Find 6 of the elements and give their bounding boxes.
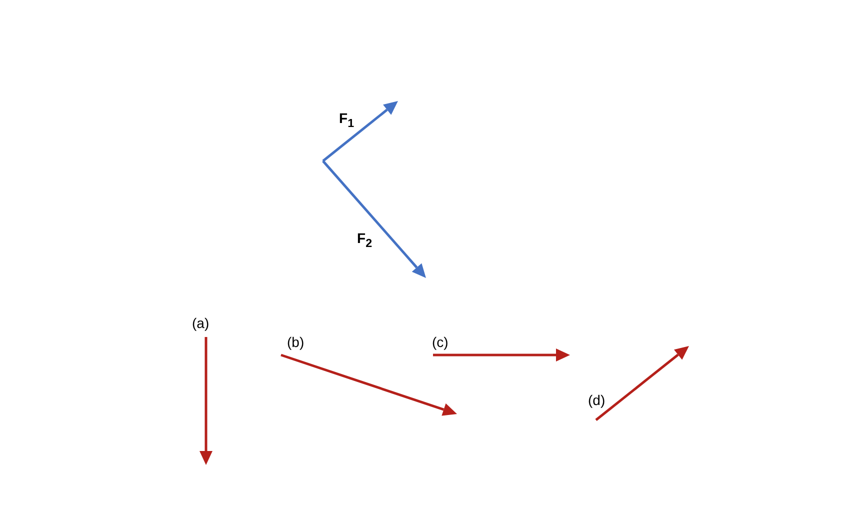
force-label: F$_{1}$	[339, 111, 354, 130]
panel-label: (c)	[432, 335, 448, 349]
panel-label: (a)	[192, 316, 210, 330]
panel-label: (d)	[588, 393, 606, 407]
force-label: F$_{2}$	[357, 231, 372, 250]
panel-label: (b)	[287, 335, 304, 349]
